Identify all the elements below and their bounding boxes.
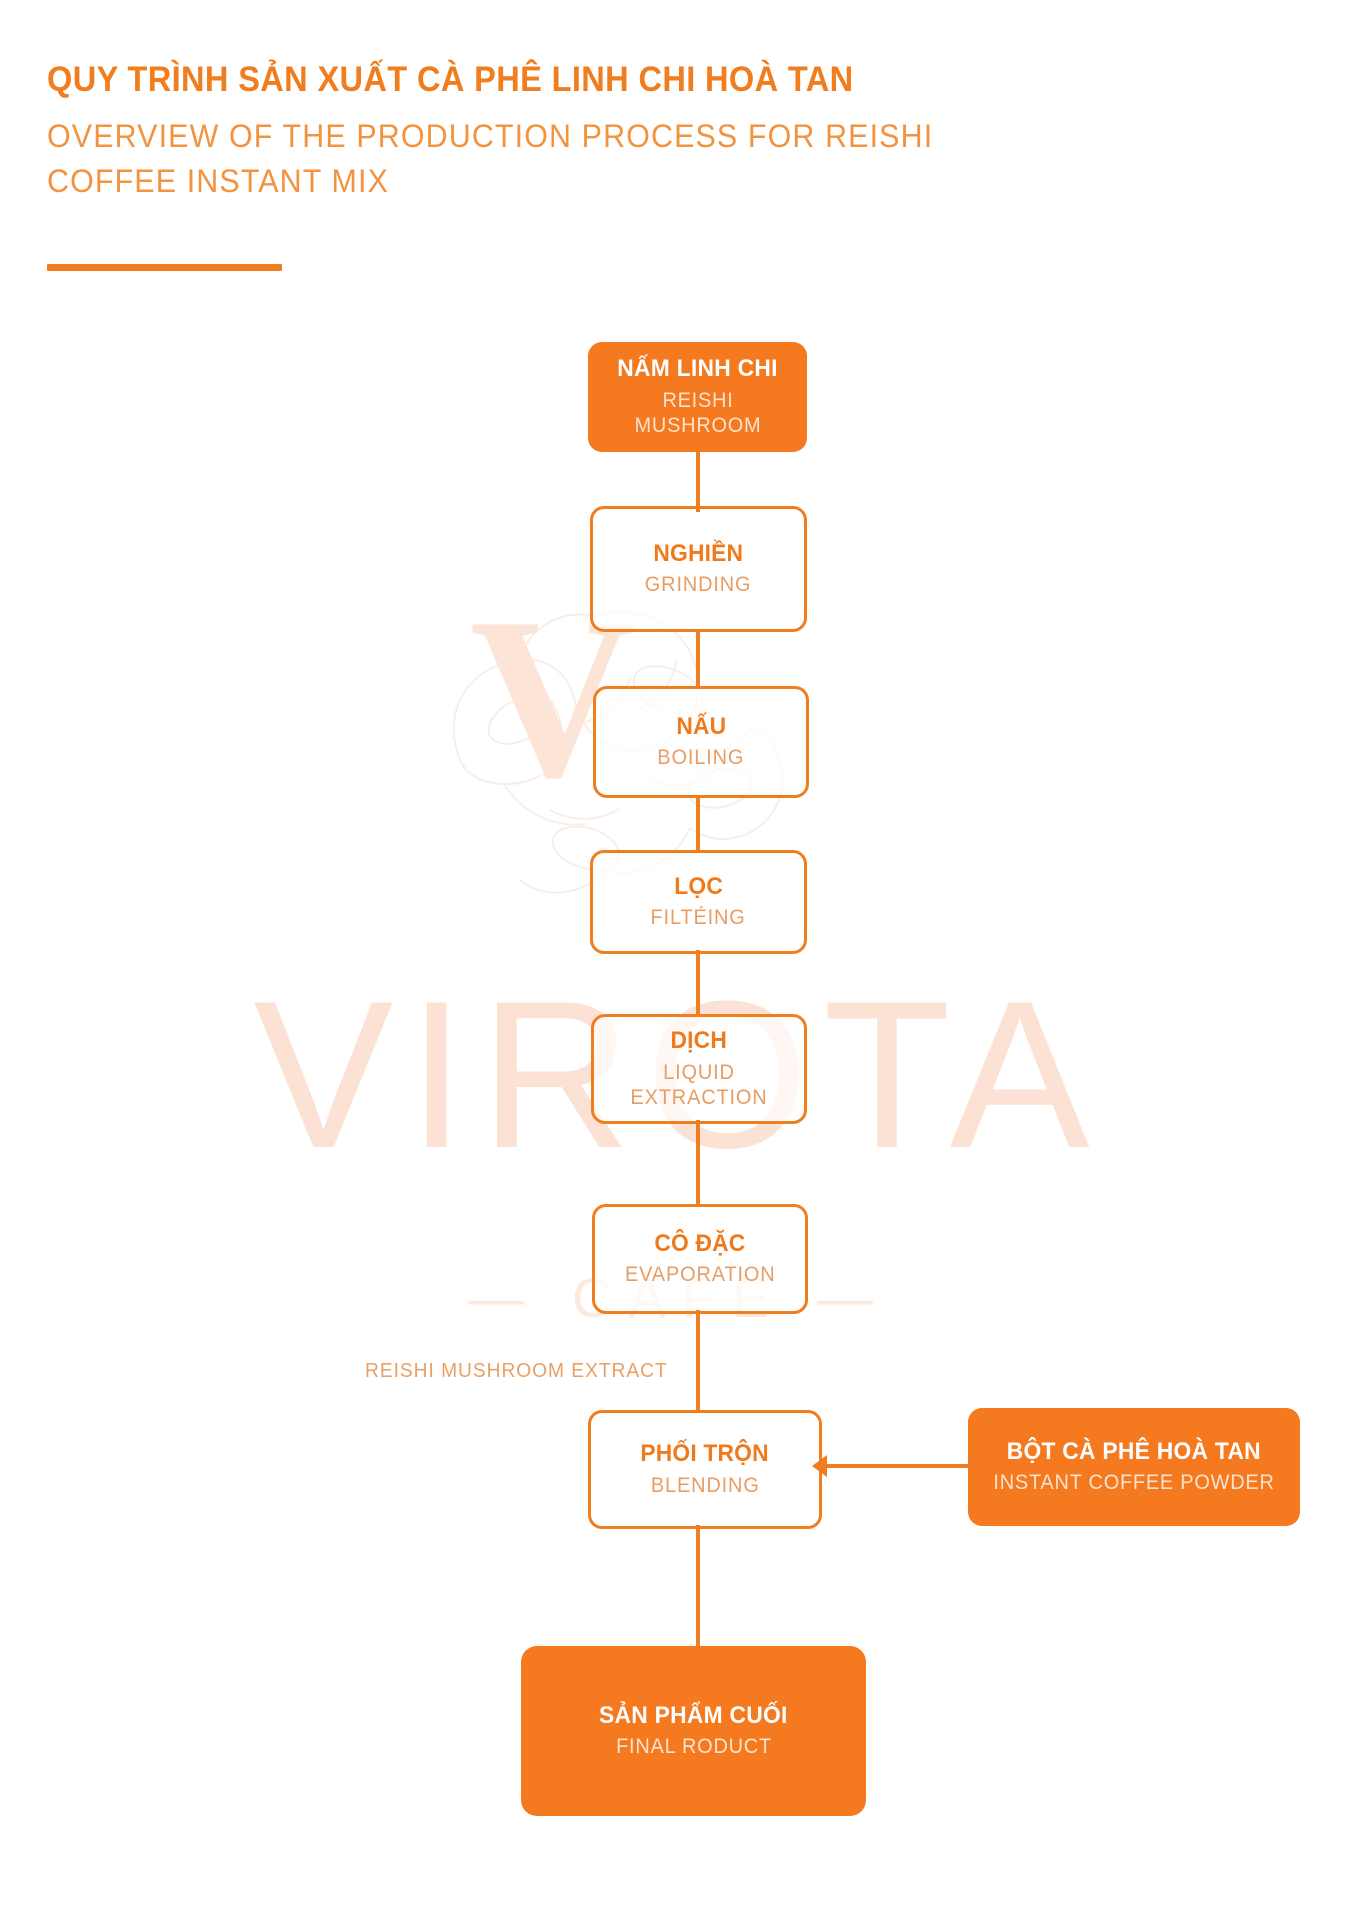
flow-node-final-product[interactable]: SẢN PHẨM CUỐI FINAL RODUCT [521,1646,866,1816]
flow-node-title-en: GRINDING [645,573,752,597]
flow-node-evaporation[interactable]: CÔ ĐẶC EVAPORATION [592,1204,808,1314]
flow-node-title-vi: CÔ ĐẶC [654,1229,746,1257]
flow-node-blending[interactable]: PHỐI TRỘN BLENDING [588,1410,822,1529]
flow-node-title-en: FILTẺING [650,906,747,930]
flow-node-title-en: BLENDING [650,1473,760,1497]
connector-grinding-to-boiling [696,630,700,688]
connector-filtering-to-liquid [696,950,700,1016]
arrow-head-into-blending [812,1455,827,1477]
flow-node-reishi-mushroom[interactable]: NẤM LINH CHI REISHI MUSHROOM [588,342,807,452]
flow-node-instant-coffee-powder[interactable]: BỘT CÀ PHÊ HOÀ TAN INSTANT COFFEE POWDER [968,1408,1300,1526]
flow-node-title-vi: NẤU [676,712,726,740]
flow-node-title-vi: NGHIỀN [653,539,744,567]
connector-powder-to-blending [822,1464,970,1468]
flow-node-title-vi: SẢN PHẨM CUỐI [599,1701,788,1729]
flow-node-title-en: REISHI MUSHROOM [634,388,761,438]
connector-boiling-to-filtering [696,796,700,852]
page-title-vietnamese: QUY TRÌNH SẢN XUẤT CÀ PHÊ LINH CHI HOÀ T… [47,60,854,99]
flow-node-title-vi: NẤM LINH CHI [617,355,778,383]
flow-node-filtering[interactable]: LỌC FILTẺING [590,850,807,954]
flow-node-title-en: EVAPORATION [624,1263,776,1287]
flow-node-title-en: BOILING [657,746,745,770]
connector-blending-to-final [696,1525,700,1647]
header-underline-rule [47,264,282,271]
flow-node-title-en: LIQUID EXTRACTION [630,1060,768,1110]
header-block: QUY TRÌNH SẢN XUẤT CÀ PHÊ LINH CHI HOÀ T… [47,60,1097,205]
connector-evaporation-to-blending [696,1310,700,1413]
connector-liquid-to-evaporation [696,1120,700,1206]
connector-reishi-to-grinding [696,450,700,512]
flow-node-title-vi: BỘT CÀ PHÊ HOÀ TAN [1006,1437,1262,1465]
flow-node-title-vi: DỊCH [670,1027,728,1055]
flow-node-title-vi: PHỐI TRỘN [640,1440,770,1468]
flow-node-title-vi: LỌC [674,872,723,900]
flow-node-grinding[interactable]: NGHIỀN GRINDING [590,506,807,632]
page-title-english: OVERVIEW OF THE PRODUCTION PROCESS FOR R… [47,118,934,200]
flow-node-title-en: FINAL RODUCT [615,1735,772,1759]
flow-node-liquid-extraction[interactable]: DỊCH LIQUID EXTRACTION [591,1014,807,1124]
flow-node-boiling[interactable]: NẤU BOILING [593,686,809,798]
edge-label-reishi-extract: REISHI MUSHROOM EXTRACT [365,1360,668,1382]
flow-node-title-en: INSTANT COFFEE POWDER [993,1471,1275,1495]
